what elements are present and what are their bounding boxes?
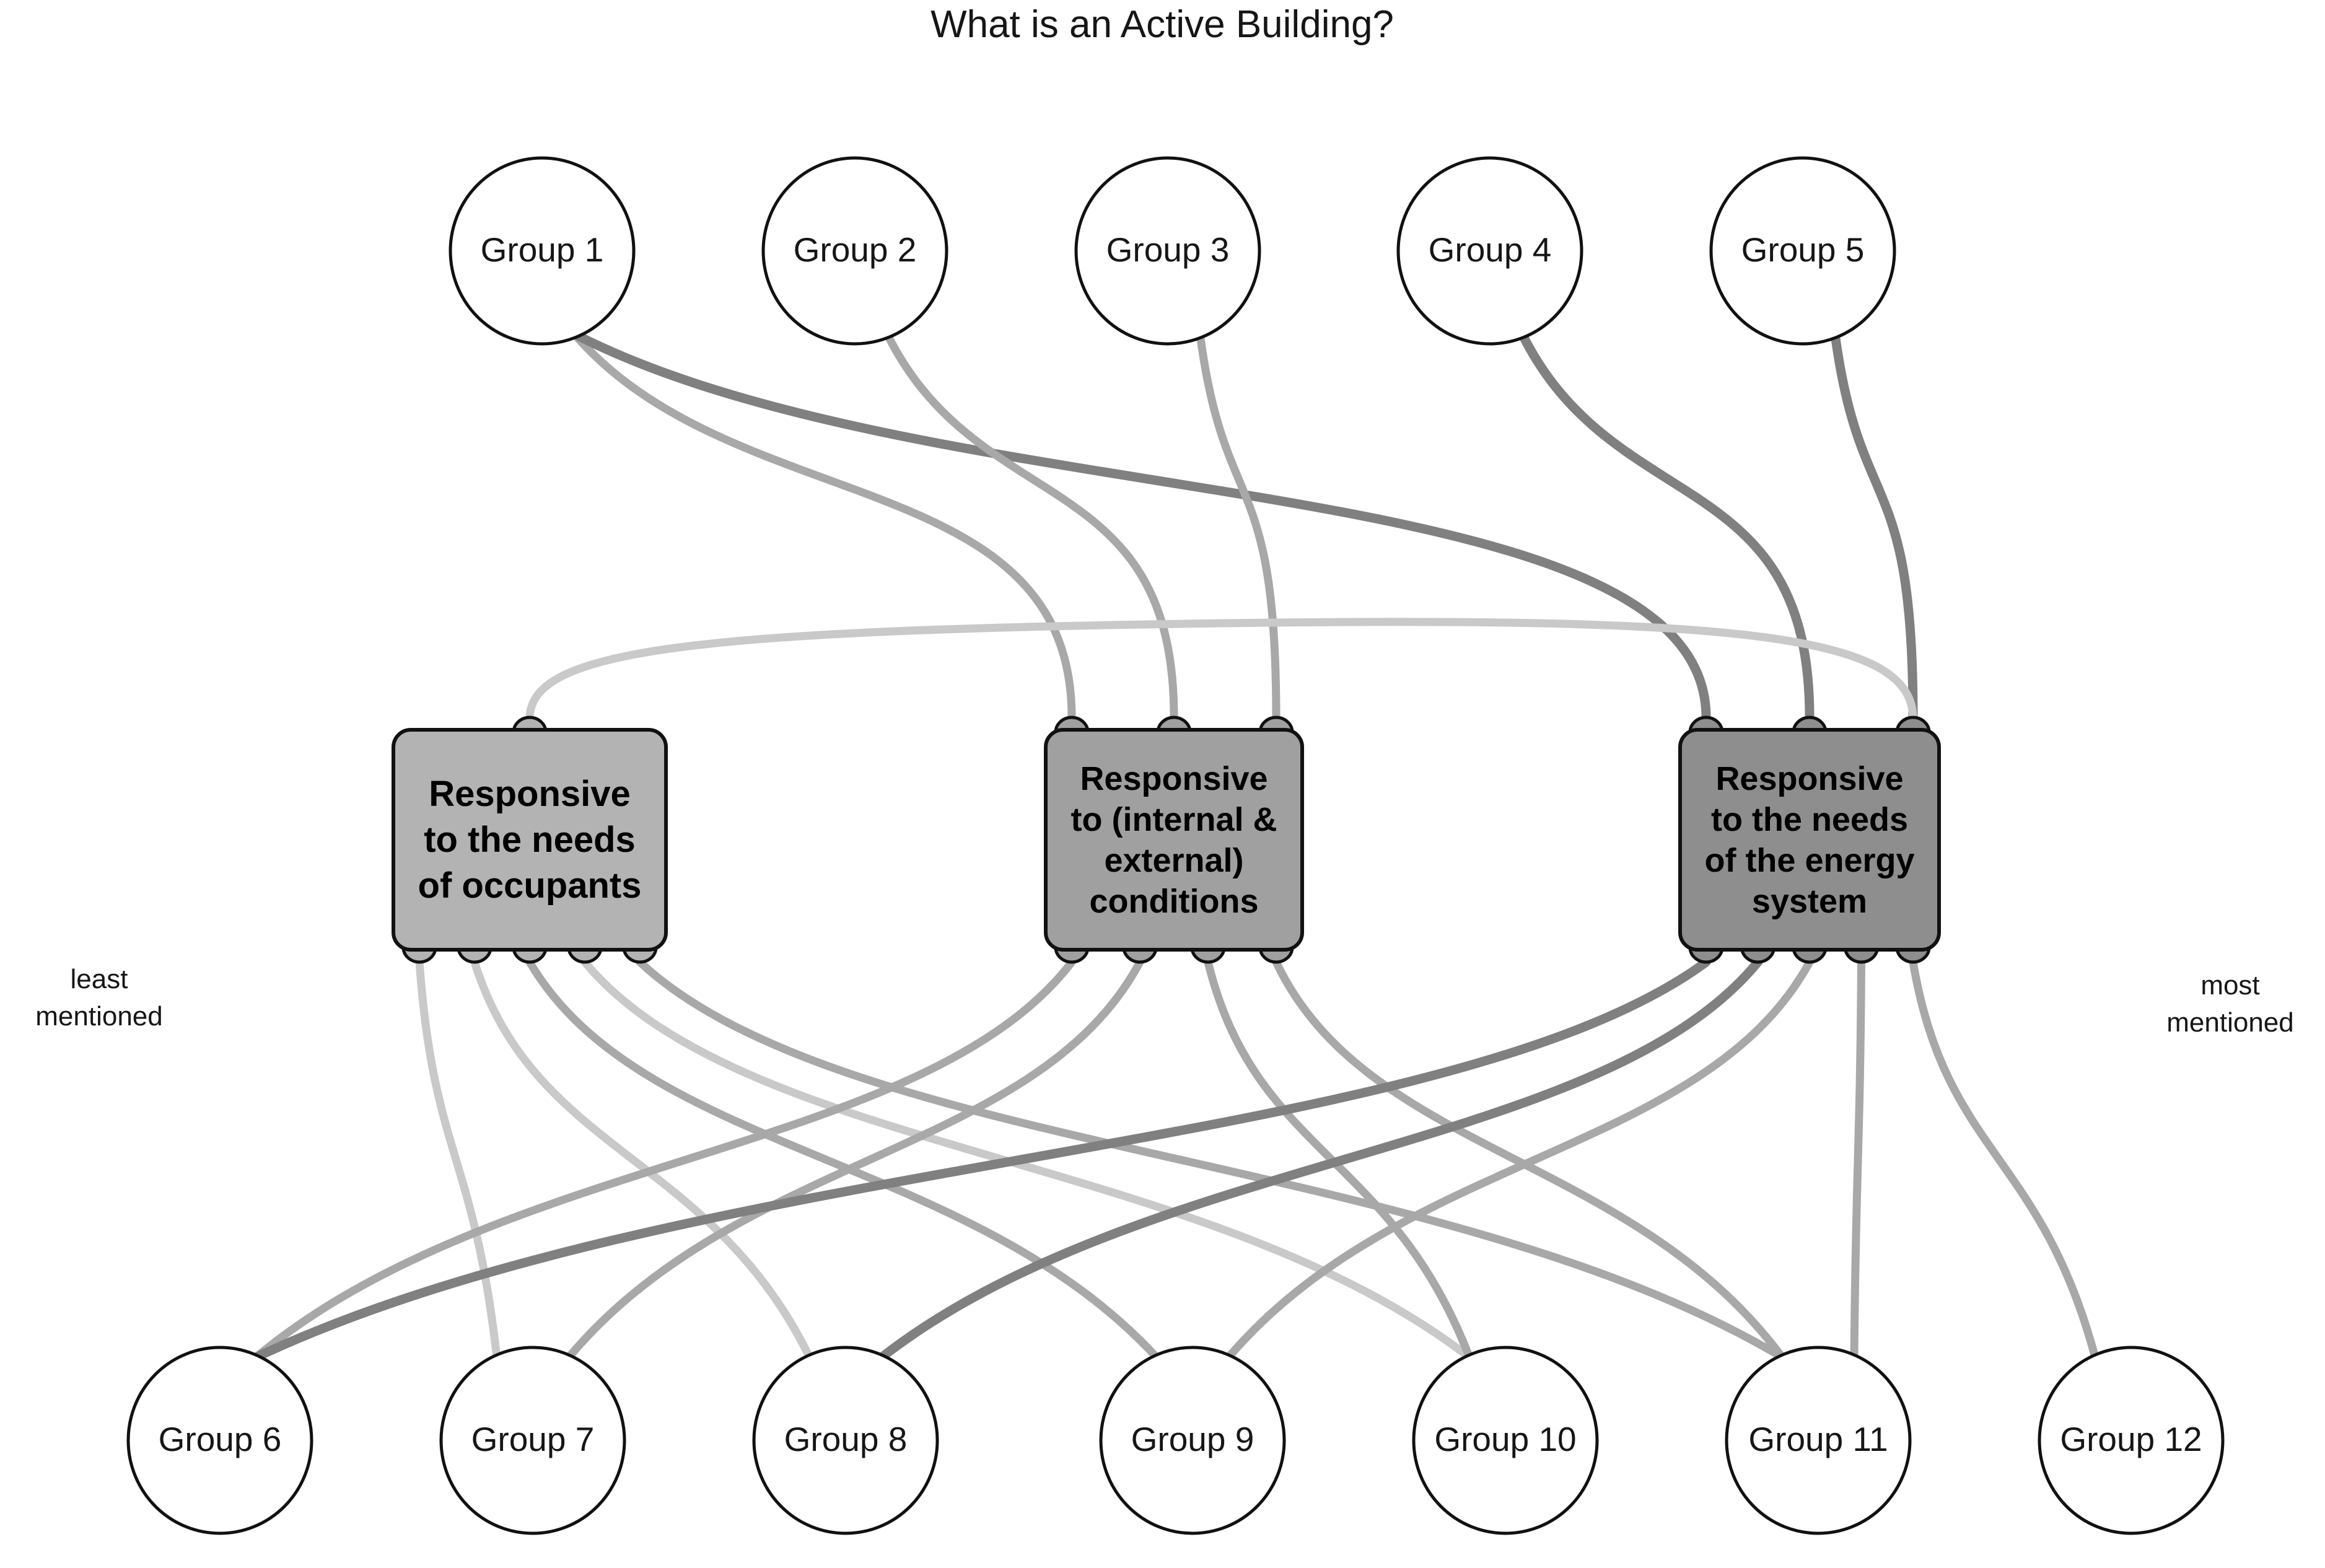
box-body[interactable] (392, 728, 668, 952)
edge-box3-to-g9 (1224, 958, 1814, 1362)
node-circle[interactable] (439, 1346, 626, 1535)
node-label: Group 9 (1131, 1420, 1254, 1458)
group-node-g8[interactable]: Group 8 (752, 1346, 939, 1535)
edge-g5-to-box3 (1830, 329, 1918, 722)
group-node-g6[interactable]: Group 6 (126, 1346, 313, 1535)
group-node-g12[interactable]: Group 12 (2038, 1346, 2225, 1535)
most-mentioned-label-line2: mentioned (2166, 1007, 2293, 1038)
node-circle[interactable] (1099, 1346, 1286, 1535)
node-circle[interactable] (1074, 156, 1261, 346)
edge-box1-to-g10 (580, 958, 1474, 1362)
node-circle[interactable] (2038, 1346, 2225, 1535)
group-node-g7[interactable]: Group 7 (439, 1346, 626, 1535)
edge-box1-to-g7 (415, 958, 501, 1362)
node-label: Group 6 (159, 1420, 282, 1458)
edge-g1-to-box2 (570, 330, 1076, 722)
box-label-line-4: system (1752, 883, 1867, 920)
least-mentioned-label-line2: mentioned (35, 1001, 162, 1031)
box-label-line-3: of occupants (418, 865, 642, 906)
node-label: Group 4 (1429, 230, 1552, 269)
node-circle[interactable] (449, 156, 636, 346)
box-label-line-3: of the energy (1704, 842, 1914, 879)
group-node-g2[interactable]: Group 2 (761, 156, 948, 346)
edge-g3-to-box2 (1196, 330, 1281, 722)
group-node-g11[interactable]: Group 11 (1725, 1346, 1912, 1535)
node-label: Group 1 (481, 230, 604, 269)
concept-box-box2[interactable]: Responsive to (internal & external) conditi… (1044, 716, 1304, 964)
concept-box-box1[interactable]: Responsive to the needs of occupants (392, 716, 668, 964)
edge-box2-to-g7 (564, 958, 1144, 1362)
box-label-line-2: to the needs (1711, 801, 1908, 838)
box-label-line-1: Responsive (1080, 760, 1268, 797)
edge-box3-to-g11 (1850, 958, 1865, 1362)
node-layer: Group 1 Group 2 Group 3 Group 4 Group 5 Group… (126, 156, 2225, 1535)
edge-g1-to-box3 (569, 329, 1711, 722)
edge-box2-to-g11 (1272, 958, 1787, 1362)
node-label: Group 2 (794, 230, 917, 269)
edge-box3-to-g12 (1909, 958, 2100, 1362)
node-circle[interactable] (1412, 1346, 1599, 1535)
node-label: Group 10 (1434, 1420, 1576, 1458)
box-label-line-3: external) (1104, 842, 1243, 879)
edge-layer (251, 329, 2100, 1362)
edge-box1-to-g11 (636, 958, 1787, 1362)
box-label-line-2: to the needs (424, 820, 636, 860)
node-label: Group 3 (1106, 230, 1230, 269)
concept-box-box3[interactable]: Responsive to the needs of the energy syste… (1678, 716, 1941, 964)
node-label: Group 7 (471, 1420, 595, 1458)
edge-box1-to-g9 (525, 958, 1161, 1362)
group-node-g5[interactable]: Group 5 (1709, 156, 1896, 346)
edge-g2-to-box2 (883, 330, 1178, 722)
node-circle[interactable] (1709, 156, 1896, 346)
page-title: What is an Active Building? (930, 3, 1394, 46)
box-body[interactable] (1044, 728, 1304, 952)
edge-g4-to-box3 (1517, 329, 1815, 722)
node-label: Group 12 (2060, 1420, 2202, 1458)
group-node-g10[interactable]: Group 10 (1412, 1346, 1599, 1535)
edge-box3-to-g8 (877, 957, 1762, 1362)
most-mentioned-label-line1: most (2200, 970, 2259, 1001)
box-body[interactable] (1678, 728, 1941, 952)
edge-box1-to-box3 (525, 618, 1917, 723)
group-node-g4[interactable]: Group 4 (1396, 156, 1583, 346)
node-label: Group 5 (1741, 230, 1865, 269)
box-label-line-2: to (internal & (1071, 801, 1277, 838)
group-node-g3[interactable]: Group 3 (1074, 156, 1261, 346)
edge-box2-to-g6 (252, 958, 1076, 1362)
edge-box3-to-g6 (251, 957, 1711, 1362)
node-label: Group 8 (784, 1420, 908, 1458)
least-mentioned-label-line1: least (71, 964, 128, 994)
node-circle[interactable] (1396, 156, 1583, 346)
node-label: Group 11 (1748, 1420, 1888, 1458)
box-label-line-1: Responsive (1715, 760, 1903, 797)
box-label-line-1: Responsive (429, 774, 631, 814)
node-circle[interactable] (1725, 1346, 1912, 1535)
node-circle[interactable] (752, 1346, 939, 1535)
group-node-g1[interactable]: Group 1 (449, 156, 636, 346)
group-node-g9[interactable]: Group 9 (1099, 1346, 1286, 1535)
edge-box1-to-g8 (470, 958, 814, 1362)
edge-box2-to-g10 (1204, 958, 1474, 1362)
box-label-line-4: conditions (1090, 883, 1259, 920)
node-circle[interactable] (126, 1346, 313, 1535)
node-circle[interactable] (761, 156, 948, 346)
